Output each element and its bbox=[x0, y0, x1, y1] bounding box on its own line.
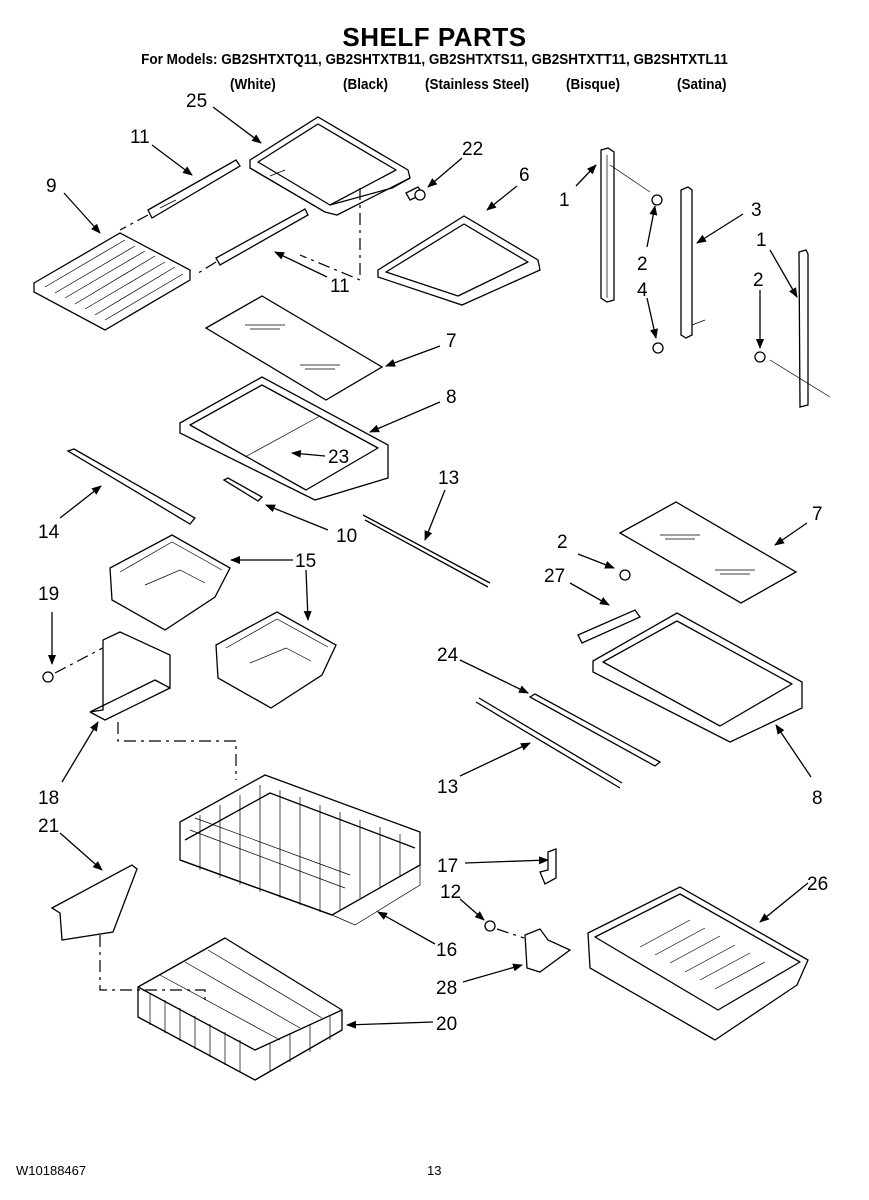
glass-shelf-lower-drawing bbox=[618, 501, 798, 604]
callout-8-upper: 8 bbox=[446, 387, 457, 408]
wire-basket-lower-drawing bbox=[137, 937, 343, 1081]
support-block-drawing bbox=[524, 928, 572, 973]
screw-bracket-drawing bbox=[619, 569, 631, 581]
callout-13-upper: 13 bbox=[438, 468, 459, 489]
wire-tray-drawing bbox=[33, 232, 191, 331]
callout-leaders bbox=[48, 106, 812, 1029]
shelf-frame-upper-crisper-drawing bbox=[179, 376, 389, 501]
callout-13-lower: 13 bbox=[437, 777, 458, 798]
callout-14: 14 bbox=[38, 522, 60, 543]
slide-rail-right-drawing bbox=[215, 208, 309, 266]
callout-17: 17 bbox=[437, 856, 458, 877]
callout-21: 21 bbox=[38, 816, 59, 837]
shelf-ladder-center-drawing bbox=[680, 186, 693, 339]
shelf-ladder-right-drawing bbox=[798, 249, 809, 408]
screw-divider-drawing bbox=[42, 671, 54, 683]
front-trim-drawing bbox=[66, 448, 196, 525]
callout-9: 9 bbox=[46, 176, 57, 197]
callout-22: 22 bbox=[462, 139, 483, 160]
callout-19: 19 bbox=[38, 584, 59, 605]
callout-1-right: 1 bbox=[756, 230, 767, 251]
shelf-frame-upper-drawing bbox=[249, 116, 411, 216]
callout-labels: 25 11 22 6 9 11 1 3 1 2 4 2 7 8 23 13 14… bbox=[38, 91, 828, 1035]
callout-7-upper: 7 bbox=[446, 331, 457, 352]
variant-stainless: (Stainless Steel) bbox=[425, 77, 530, 93]
page-number: 13 bbox=[427, 1163, 442, 1178]
basket-divider-drawing bbox=[89, 631, 171, 721]
callout-8-lower: 8 bbox=[812, 788, 823, 809]
bracket-drawing bbox=[577, 609, 641, 644]
document-number: W10188467 bbox=[16, 1163, 87, 1178]
callout-25: 25 bbox=[186, 91, 207, 112]
bracket-small-drawing bbox=[539, 848, 557, 885]
callout-24: 24 bbox=[437, 645, 459, 666]
wire-basket-upper-drawing bbox=[179, 774, 421, 926]
callout-2-bracket: 2 bbox=[557, 532, 568, 553]
screw-ladder-left-drawing bbox=[651, 194, 663, 206]
callout-11-left: 11 bbox=[130, 127, 150, 148]
variant-bisque: (Bisque) bbox=[566, 77, 620, 93]
pan-drawing bbox=[587, 886, 809, 1041]
models-line: For Models: GB2SHTXTQ11, GB2SHTXTB11, GB… bbox=[141, 52, 728, 68]
screw-ladder-right-drawing bbox=[754, 351, 766, 363]
variant-black: (Black) bbox=[343, 77, 388, 93]
crisper-drawer-lower-drawing bbox=[215, 611, 337, 709]
callout-10: 10 bbox=[336, 526, 357, 547]
callout-6: 6 bbox=[519, 165, 530, 186]
callout-18: 18 bbox=[38, 788, 59, 809]
callout-7-lower: 7 bbox=[812, 504, 823, 525]
callout-26: 26 bbox=[807, 874, 828, 895]
shelf-frame-drawing bbox=[377, 215, 541, 306]
callout-12: 12 bbox=[440, 882, 461, 903]
page-title: SHELF PARTS bbox=[342, 22, 527, 52]
callout-4: 4 bbox=[637, 280, 648, 301]
callout-2-ladder-right: 2 bbox=[753, 270, 764, 291]
trim-strip-lower-drawing bbox=[475, 697, 623, 789]
variant-satina: (Satina) bbox=[677, 77, 727, 93]
basket-divider-lower-drawing bbox=[50, 864, 138, 941]
screw-support-drawing bbox=[484, 920, 496, 932]
trim-strip-drawing bbox=[528, 693, 662, 767]
callout-28: 28 bbox=[436, 978, 457, 999]
callout-15: 15 bbox=[295, 551, 316, 572]
slide-rail-left-drawing bbox=[147, 159, 241, 219]
screw-ladder-center-drawing bbox=[652, 342, 664, 354]
crisper-drawer-upper-drawing bbox=[109, 534, 231, 631]
callout-27: 27 bbox=[544, 566, 565, 587]
callout-16: 16 bbox=[436, 940, 457, 961]
screw-upper-drawing bbox=[405, 186, 426, 201]
callout-2-ladder-left: 2 bbox=[637, 254, 648, 275]
clip-drawing bbox=[222, 477, 264, 502]
callout-1-left: 1 bbox=[559, 190, 570, 211]
callout-3: 3 bbox=[751, 200, 762, 221]
callout-11-right: 11 bbox=[330, 276, 350, 297]
callout-20: 20 bbox=[436, 1014, 457, 1035]
trim-strip-upper-drawing bbox=[362, 514, 491, 588]
callout-23: 23 bbox=[328, 447, 349, 468]
glass-shelf-upper-drawing bbox=[204, 295, 384, 401]
variant-white: (White) bbox=[230, 77, 276, 93]
shelf-frame-lower-drawing bbox=[592, 612, 803, 743]
shelf-ladder-left-drawing bbox=[600, 147, 615, 303]
